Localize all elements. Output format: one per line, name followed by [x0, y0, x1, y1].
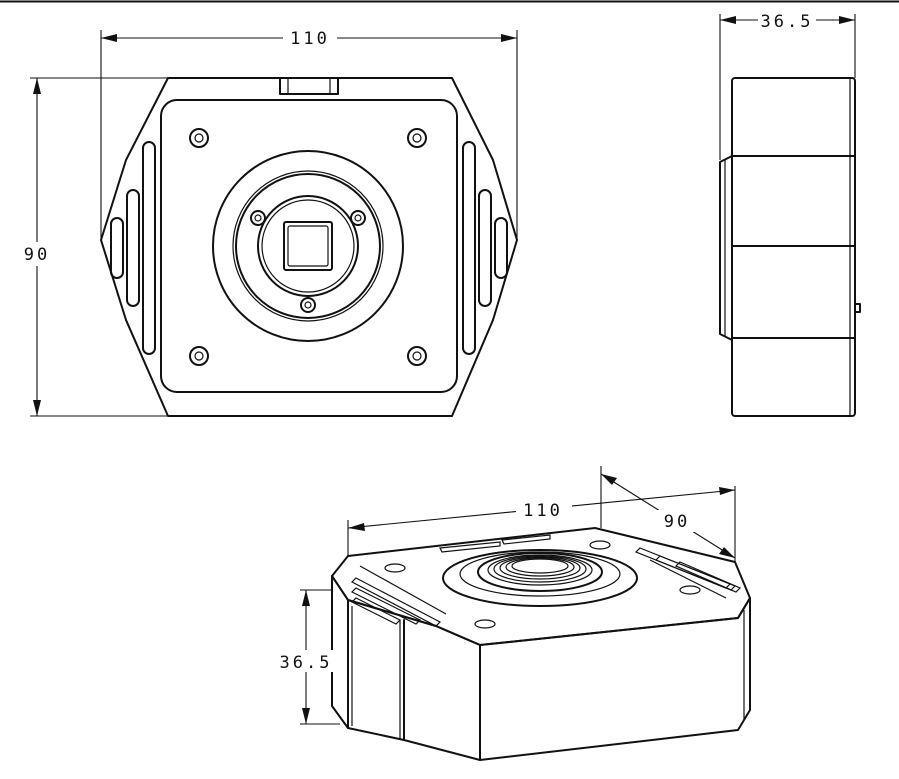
iso-width-dimension: 110 — [347, 486, 736, 562]
front-height-dimension: 90 — [22, 77, 168, 417]
sensor-window — [283, 221, 333, 271]
iso-width-label: 110 — [523, 501, 563, 521]
iso-left-slots — [350, 565, 447, 627]
iso-right-slots — [634, 547, 742, 599]
side-depth-label: 36.5 — [761, 12, 814, 32]
corner-screws — [189, 128, 427, 366]
front-top-tab — [279, 77, 339, 95]
front-height-label: 90 — [24, 245, 50, 265]
lens-mount — [212, 150, 404, 342]
iso-front-face — [347, 599, 481, 761]
iso-height-dimension: 36.5 — [280, 589, 340, 725]
front-width-label: 110 — [290, 29, 330, 49]
iso-depth-dimension: 90 — [600, 466, 736, 559]
side-button — [854, 303, 861, 313]
front-inner-plate — [160, 99, 458, 393]
front-view: 110 90 — [22, 28, 518, 417]
iso-depth-label: 90 — [664, 512, 690, 532]
front-width-dimension: 110 — [100, 28, 518, 240]
isometric-view: 110 90 36.5 — [280, 466, 751, 761]
iso-lens-mount — [442, 549, 638, 607]
left-slot-short — [110, 217, 124, 279]
left-slot-mid — [126, 189, 140, 307]
right-slot-long — [462, 141, 476, 355]
right-slot-mid — [478, 189, 492, 307]
side-mount-protrusion — [719, 155, 733, 341]
iso-right-face — [479, 597, 751, 761]
right-slot-short — [494, 217, 508, 279]
left-slot-long — [142, 141, 156, 355]
side-depth-dimension: 36.5 — [719, 10, 856, 160]
iso-left-face — [331, 575, 349, 729]
side-view: 36.5 — [719, 10, 861, 417]
iso-height-label: 36.5 — [280, 653, 333, 673]
front-outer-body — [100, 77, 518, 417]
iso-screws — [384, 540, 701, 629]
